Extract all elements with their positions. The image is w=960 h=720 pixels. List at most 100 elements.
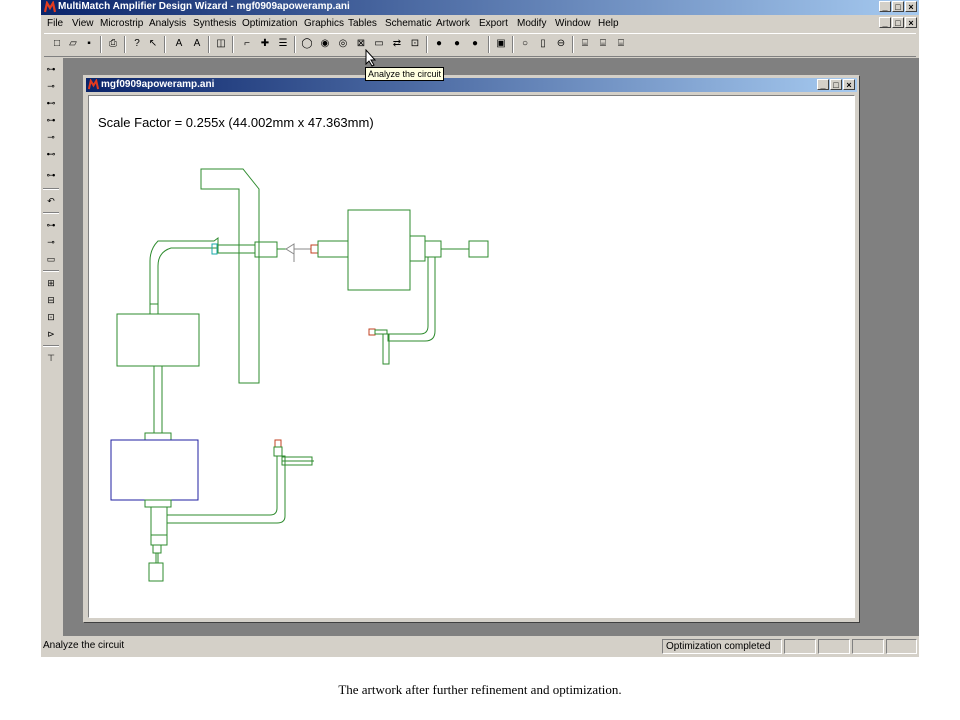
menu-artwork[interactable]: Artwork <box>436 18 470 29</box>
mdi-restore-button[interactable]: □ <box>892 17 904 28</box>
artwork-window-title: mgf0909apoweramp.ani <box>101 79 215 90</box>
artwork-icon[interactable]: ▣ <box>496 38 506 49</box>
analyze-circuit-icon[interactable]: ◎ <box>338 38 348 49</box>
remove-icon[interactable]: ⊟ <box>47 295 55 305</box>
center-icon[interactable]: ⊡ <box>47 312 55 322</box>
main-toolbar: □ ▱ ▪ ⎙ ? ↖ A A ◫ ⌐ ✚ ☰ ◯ ◉ ◎ ⊠ ▭ ⇄ ⊡ ● … <box>44 33 916 57</box>
transistor-symbol <box>285 243 295 255</box>
transistor-block <box>110 439 199 501</box>
layout-icon[interactable]: ⊡ <box>410 38 420 49</box>
menu-help[interactable]: Help <box>598 18 619 29</box>
coupled-line-icon[interactable]: ⊶ <box>46 220 56 230</box>
output-icon[interactable]: ⊳ <box>47 329 55 339</box>
menu-graphics[interactable]: Graphics <box>304 18 345 29</box>
multimatch-logo-icon <box>44 1 56 13</box>
menu-tables[interactable]: Tables <box>348 18 377 29</box>
probe-icon[interactable]: ⊤ <box>47 353 55 363</box>
series-line-icon[interactable]: ⊸ <box>47 237 55 247</box>
stub-icon[interactable]: ⌐ <box>244 38 250 49</box>
cross-junction-icon[interactable]: ✚ <box>260 38 270 49</box>
transfer-block-a <box>317 240 349 258</box>
tooltip: Analyze the circuit <box>365 67 445 81</box>
menu-analysis[interactable]: Analysis <box>149 18 187 29</box>
output-pad <box>468 240 489 258</box>
artwork-title-bar[interactable]: mgf0909apoweramp.ani _ □ × <box>86 78 857 92</box>
application-window: MultiMatch Amplifier Design Wizard - mgf… <box>41 0 919 657</box>
list-icon[interactable]: ☰ <box>278 38 288 49</box>
element-l-icon[interactable]: ⊷ <box>46 98 56 108</box>
status-panel-5 <box>886 639 917 654</box>
yellow-circle-c-icon[interactable]: ● <box>471 38 479 49</box>
bias-line-right <box>387 257 436 342</box>
menu-synthesis[interactable]: Synthesis <box>193 18 237 29</box>
mdi-minimize-button[interactable]: _ <box>879 17 891 28</box>
block-icon[interactable]: ▭ <box>46 254 56 264</box>
circuit-layout <box>110 168 489 582</box>
synthesis-a-icon[interactable]: A <box>175 38 183 49</box>
swap-icon[interactable]: ⇄ <box>392 38 402 49</box>
new-file-icon[interactable]: □ <box>53 38 61 49</box>
element-stub-icon[interactable]: ⊷ <box>46 149 56 159</box>
close-button[interactable]: × <box>905 1 917 12</box>
status-panel-state: Optimization completed <box>662 639 782 654</box>
pointer-help-icon[interactable]: ↖ <box>148 38 158 49</box>
menu-optimization[interactable]: Optimization <box>242 18 298 29</box>
yellow-circle-a-icon[interactable]: ● <box>435 38 443 49</box>
status-panel-4 <box>852 639 884 654</box>
element-series-icon[interactable]: ⊶ <box>46 64 56 74</box>
smith-chart-icon[interactable]: ◯ <box>301 38 313 49</box>
status-panel-2 <box>784 639 816 654</box>
menu-view[interactable]: View <box>72 18 94 29</box>
bias-pad-left <box>274 439 282 448</box>
synthesis-b-icon[interactable]: A <box>193 38 201 49</box>
element-c-icon[interactable]: ⊶ <box>46 115 56 125</box>
print-icon[interactable]: ⎙ <box>109 38 117 49</box>
child-close-button[interactable]: × <box>843 79 855 90</box>
input-feed-line <box>149 237 219 305</box>
status-bar: Analyze the circuit Optimization complet… <box>41 637 919 657</box>
menu-microstrip[interactable]: Microstrip <box>100 18 144 29</box>
right-block <box>409 235 426 262</box>
element-shunt-icon[interactable]: ⊸ <box>47 81 55 91</box>
element-tee-icon[interactable]: ⊸ <box>47 132 55 142</box>
power-stage-block <box>347 209 411 291</box>
scale-factor-label: Scale Factor = 0.255x (44.002mm x 47.363… <box>98 115 374 130</box>
matching-block <box>116 313 200 367</box>
menu-schematic[interactable]: Schematic <box>385 18 432 29</box>
rect-shape-icon[interactable]: ▯ <box>540 38 546 49</box>
bias-pad-right <box>368 328 376 336</box>
element-line-icon[interactable]: ⊶ <box>46 170 56 180</box>
undo-icon[interactable]: ↶ <box>47 196 55 206</box>
maximize-button[interactable]: □ <box>892 1 904 12</box>
help-icon[interactable]: ? <box>134 38 140 49</box>
app-title-bar[interactable]: MultiMatch Amplifier Design Wizard - mgf… <box>41 0 919 15</box>
menu-modify[interactable]: Modify <box>517 18 547 29</box>
artwork-canvas[interactable]: Scale Factor = 0.255x (44.002mm x 47.363… <box>88 95 855 618</box>
oval-shape-icon[interactable]: ⊖ <box>556 38 566 49</box>
export-b-icon[interactable]: ⌸ <box>600 38 606 49</box>
transfer-block-b <box>149 303 159 315</box>
export-a-icon[interactable]: ⌸ <box>582 38 588 49</box>
child-maximize-button[interactable]: □ <box>830 79 842 90</box>
circle-shape-icon[interactable]: ○ <box>521 38 529 49</box>
trace-icon[interactable]: ▭ <box>374 38 384 49</box>
minimize-button[interactable]: _ <box>879 1 891 12</box>
bend-connector <box>217 244 256 254</box>
add-icon[interactable]: ⊞ <box>47 278 55 288</box>
child-minimize-button[interactable]: _ <box>817 79 829 90</box>
grid-icon[interactable]: ⊠ <box>356 38 366 49</box>
mdi-close-button[interactable]: × <box>905 17 917 28</box>
menu-export[interactable]: Export <box>479 18 508 29</box>
open-file-icon[interactable]: ▱ <box>69 38 77 49</box>
menu-bar: File View Microstrip Analysis Synthesis … <box>41 16 919 32</box>
artwork-window: mgf0909apoweramp.ani _ □ × Scale Factor … <box>83 75 860 623</box>
gain-circle-icon[interactable]: ◉ <box>320 38 330 49</box>
yellow-circle-b-icon[interactable]: ● <box>453 38 461 49</box>
save-icon[interactable]: ▪ <box>87 38 91 49</box>
figure-caption: The artwork after further refinement and… <box>338 682 622 697</box>
menu-file[interactable]: File <box>47 18 64 29</box>
menu-window[interactable]: Window <box>555 18 591 29</box>
component-icon[interactable]: ◫ <box>216 38 226 49</box>
status-state: Optimization completed <box>666 641 771 652</box>
export-c-icon[interactable]: ⌸ <box>618 38 624 49</box>
